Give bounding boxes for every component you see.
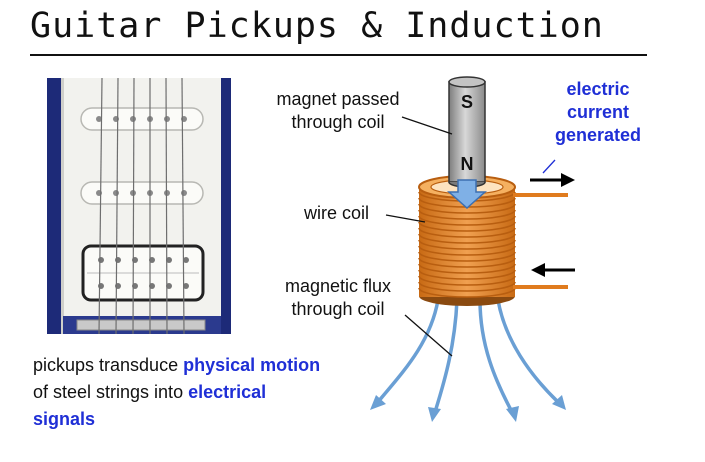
caption-emphasis: physical motion [183, 355, 321, 375]
coil-winding [418, 281, 516, 292]
coil-winding [418, 263, 516, 274]
humbucker-pickup [81, 244, 205, 302]
coil-winding [418, 275, 516, 286]
down-arrow-icon [447, 179, 487, 210]
coil-winding [418, 203, 516, 214]
coil-winding [418, 227, 516, 238]
label-pointers [385, 116, 556, 357]
current-arrows [530, 173, 575, 277]
caption-text: pickups transduce [33, 355, 184, 375]
title-underline [30, 54, 647, 56]
single-coil-pickup [80, 107, 204, 131]
caption-text: of steel strings into [33, 382, 189, 402]
coil-winding [418, 245, 516, 256]
page-title: Guitar Pickups & Induction [30, 6, 604, 46]
coil-winding [418, 287, 516, 298]
caption: pickups transduce physical motion of ste… [33, 352, 323, 433]
caption-emphasis: electrical signals [33, 382, 267, 429]
coil-winding [418, 209, 516, 220]
coil-winding [418, 257, 516, 268]
guitar-pickups-photo [47, 78, 231, 334]
coil-winding [418, 221, 516, 232]
coil-winding [418, 269, 516, 280]
wire-coil-label: wire coil [304, 203, 370, 223]
magnet-south-pole: S [461, 92, 473, 112]
coil-winding [418, 251, 516, 262]
wire-coil [418, 175, 568, 306]
coil-winding [418, 239, 516, 250]
coil-winding [418, 233, 516, 244]
flux-arrowheads [370, 395, 566, 422]
guitar-strings [98, 78, 185, 334]
current-label: electric current generated [554, 79, 642, 145]
magnet-north-pole: N [461, 154, 474, 174]
magnet-label: magnet passed through coil [276, 89, 400, 132]
coil-winding [418, 215, 516, 226]
flux-lines [376, 298, 560, 414]
flux-label: magnetic flux through coil [284, 276, 392, 319]
